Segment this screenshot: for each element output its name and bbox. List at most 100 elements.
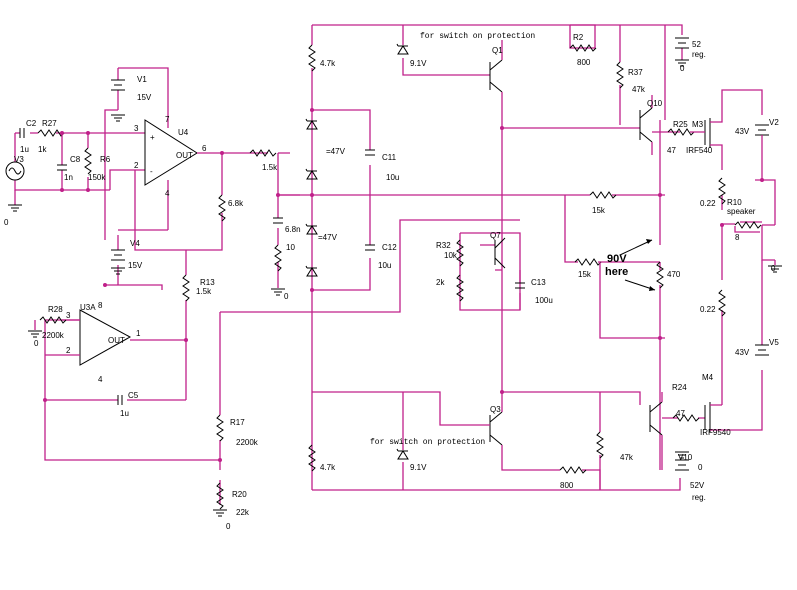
label-r2-val: 800 — [577, 58, 591, 67]
label-r-15k-a: 15k — [592, 206, 606, 215]
label-r2: R2 — [573, 33, 584, 42]
label-r-022b: 0.22 — [700, 305, 716, 314]
label-r37-val: 47k — [632, 85, 646, 94]
label-r13: R13 — [200, 278, 215, 287]
label-r-15k-b: 15k — [578, 270, 592, 279]
label-r10-val: 8 — [735, 233, 740, 242]
label-gnd-r28: 0 — [34, 339, 39, 348]
label-c8-val: 1n — [64, 173, 73, 182]
label-v1: V1 — [137, 75, 147, 84]
output-stage — [619, 24, 783, 491]
label-u4-pin6: 6 — [202, 144, 207, 153]
label-gnd-right: 0 — [771, 264, 776, 273]
label-gnd-52-top: 0 — [680, 64, 685, 73]
input-stage — [5, 128, 145, 212]
label-u4-out: OUT — [176, 151, 193, 160]
label-reg-bot: reg. — [692, 493, 706, 502]
label-r-47k-bot: 47k — [620, 453, 634, 462]
label-c13: C13 — [531, 278, 546, 287]
label-u3-out: OUT — [108, 336, 125, 345]
label-r32: R32 — [436, 241, 451, 250]
label-r27-val: 1k — [38, 145, 47, 154]
driver-stage — [278, 24, 666, 491]
label-q7: Q7 — [490, 231, 501, 240]
label-r37: R37 — [628, 68, 643, 77]
label-r-1k5: 1.5k — [262, 163, 278, 172]
label-52-top: 52 — [692, 40, 701, 49]
label-c2: C2 — [26, 119, 37, 128]
label-c12-val: 10u — [378, 261, 391, 270]
label-r-10: 10 — [286, 243, 295, 252]
label-q1: Q1 — [492, 46, 503, 55]
label-z-9v1-top: 9.1V — [410, 59, 427, 68]
label-52v-bot: 52V — [690, 481, 705, 490]
label-r-2k: 2k — [436, 278, 445, 287]
label-r28: R28 — [48, 305, 63, 314]
label-r13-val: 1.5k — [196, 287, 212, 296]
label-gnd-r20: 0 — [226, 522, 231, 531]
label-u4-pin7: 7 — [165, 115, 170, 124]
label-c13-val: 100u — [535, 296, 553, 305]
label-r24: R24 — [672, 383, 687, 392]
label-c8: C8 — [70, 155, 81, 164]
label-r25: R25 — [673, 120, 688, 129]
label-protection-bot: for switch on protection — [370, 438, 485, 447]
label-r6-val: 150k — [88, 173, 106, 182]
label-here: here — [605, 266, 628, 278]
label-v5-val: 43V — [735, 348, 750, 357]
label-reg-top: reg. — [692, 50, 706, 59]
label-r-470: 470 — [667, 270, 681, 279]
label-r10-type: speaker — [727, 207, 756, 216]
label-v2-val: 43V — [735, 127, 750, 136]
label-v4-val: 15V — [128, 261, 143, 270]
label-c5: C5 — [128, 391, 139, 400]
label-v10: V10 — [678, 453, 693, 462]
label-r32-val: 10k — [444, 251, 458, 260]
label-u4-minus: - — [150, 167, 153, 176]
label-c2-val: 1u — [20, 145, 29, 154]
label-r25-val: 47 — [667, 146, 676, 155]
label-r-6k8: 6.8k — [228, 199, 244, 208]
label-u3-pin3: 3 — [66, 311, 71, 320]
label-z-9v1-bot: 9.1V — [410, 463, 427, 472]
label-r17-val: 2200k — [236, 438, 259, 447]
label-u4-pin2: 2 — [134, 161, 139, 170]
u4-opamp — [118, 67, 250, 251]
label-c12: C12 — [382, 243, 397, 252]
label-m3-type: IRF540 — [686, 146, 713, 155]
label-r-022a: 0.22 — [700, 199, 716, 208]
u3a-stage — [27, 149, 520, 517]
label-m4-type: IRF9540 — [700, 428, 731, 437]
label-v3: V3 — [14, 155, 24, 164]
label-gnd-left: 0 — [4, 218, 9, 227]
label-r17: R17 — [230, 418, 245, 427]
label-u3-pin2: 2 — [66, 346, 71, 355]
label-z47-top: =47V — [326, 147, 346, 156]
component-labels: C2 1u R27 1k V3 C8 1n R6 150k 0 V1 15V U… — [4, 32, 779, 531]
label-c11-val: 10u — [386, 173, 399, 182]
label-v2: V2 — [769, 118, 779, 127]
label-r6: R6 — [100, 155, 111, 164]
label-r-800-bot: 800 — [560, 481, 574, 490]
label-r-4k7-bot: 4.7k — [320, 463, 336, 472]
label-r27: R27 — [42, 119, 57, 128]
label-z47-bot: =47V — [318, 233, 338, 242]
label-q3: Q3 — [490, 405, 501, 414]
label-c-6n8: 6.8n — [285, 225, 301, 234]
label-u4-pin3: 3 — [134, 124, 139, 133]
label-q10: Q10 — [647, 99, 663, 108]
label-90v: 90V — [607, 253, 627, 265]
label-r20-val: 22k — [236, 508, 250, 517]
label-r10: R10 — [727, 198, 742, 207]
label-c11: C11 — [382, 153, 397, 162]
label-m4: M4 — [702, 373, 714, 382]
label-v1-val: 15V — [137, 93, 152, 102]
label-u4: U4 — [178, 128, 189, 137]
label-protection-top: for switch on protection — [420, 32, 535, 41]
label-gnd-v10: 0 — [698, 463, 703, 472]
label-r24-val: 47 — [676, 409, 685, 418]
label-v4: V4 — [130, 239, 140, 248]
label-r28-val: 2200k — [42, 331, 65, 340]
